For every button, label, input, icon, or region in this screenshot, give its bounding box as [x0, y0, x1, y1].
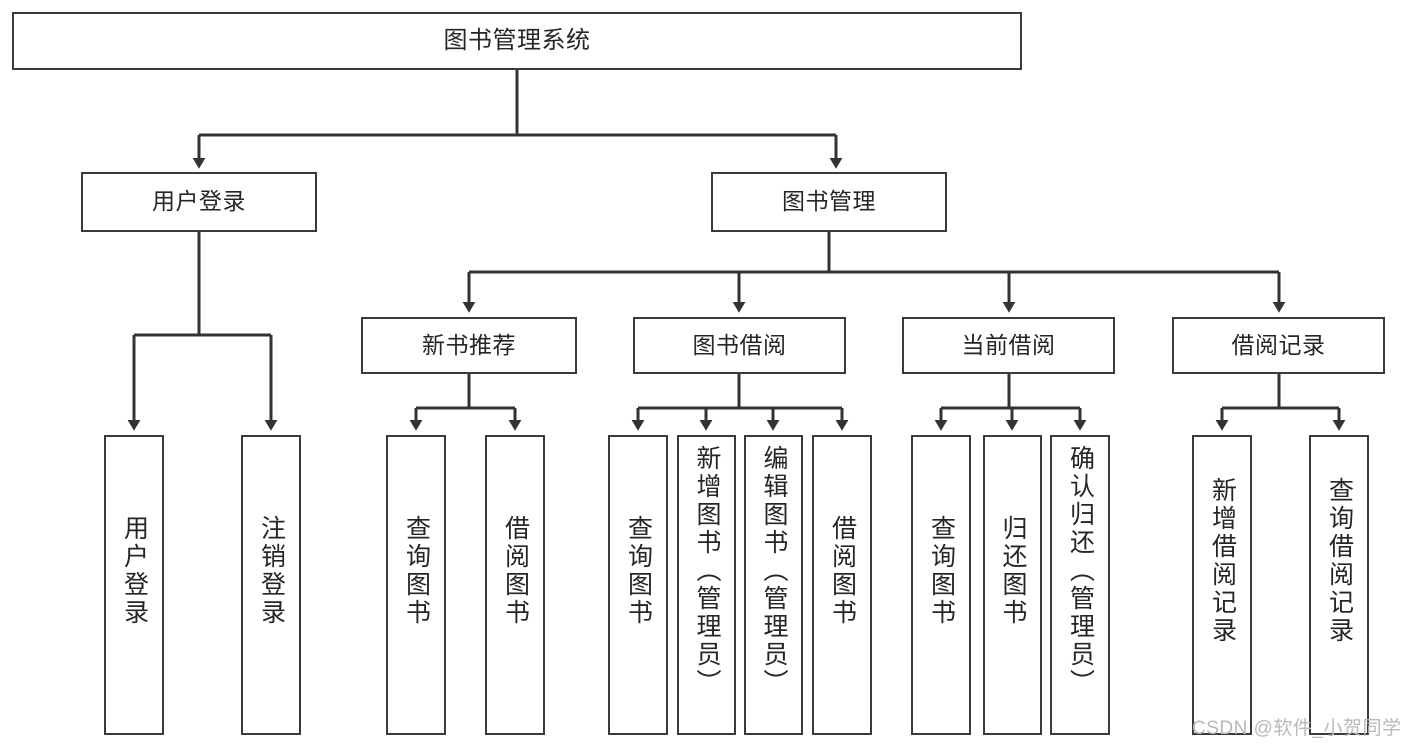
leaf-logout-login[interactable]: 注销登录: [241, 435, 301, 735]
node-label: 新增借阅记录: [1208, 477, 1237, 645]
node-label: 借阅图书: [501, 515, 530, 627]
node-label: 归还图书: [999, 515, 1027, 627]
node-label: 注销登录: [257, 515, 286, 627]
node-label: 新增图书（管理员）: [693, 445, 721, 697]
node-borrow-record[interactable]: 借阅记录: [1172, 317, 1385, 374]
node-book-manage[interactable]: 图书管理: [711, 172, 947, 232]
leaf-confirm-return[interactable]: 确认归还（管理员）: [1050, 435, 1110, 735]
node-label: 用户登录: [120, 515, 149, 627]
node-label: 查询图书: [927, 515, 956, 627]
leaf-edit-book[interactable]: 编辑图书（管理员）: [744, 435, 803, 735]
node-new-book-recommend[interactable]: 新书推荐: [361, 317, 577, 374]
csdn-watermark: CSDN @软件_小贺同学: [1192, 718, 1402, 739]
node-label: 查询借阅记录: [1325, 477, 1354, 645]
node-book-borrow[interactable]: 图书借阅: [633, 317, 846, 374]
leaf-add-book[interactable]: 新增图书（管理员）: [677, 435, 736, 735]
node-current-borrow[interactable]: 当前借阅: [902, 317, 1115, 374]
node-label: 编辑图书（管理员）: [760, 445, 788, 697]
node-label: 新书推荐: [422, 331, 516, 358]
leaf-query-book-current[interactable]: 查询图书: [911, 435, 971, 735]
node-label: 用户登录: [152, 188, 246, 215]
node-user-login[interactable]: 用户登录: [81, 172, 317, 232]
node-root-system[interactable]: 图书管理系统: [12, 12, 1022, 70]
node-label: 借阅图书: [828, 515, 857, 627]
node-label: 确认归还（管理员）: [1066, 445, 1095, 697]
leaf-return-book[interactable]: 归还图书: [983, 435, 1042, 735]
node-label: 借阅记录: [1231, 331, 1326, 358]
node-label: 图书借阅: [692, 331, 787, 358]
node-label: 当前借阅: [961, 331, 1056, 358]
leaf-query-book-recommend[interactable]: 查询图书: [386, 435, 446, 735]
leaf-add-borrow-record[interactable]: 新增借阅记录: [1192, 435, 1252, 735]
node-label: 查询图书: [402, 515, 431, 627]
node-label: 查询图书: [624, 515, 653, 627]
node-label: 图书管理系统: [443, 26, 591, 54]
leaf-query-book-borrow[interactable]: 查询图书: [608, 435, 668, 735]
leaf-user-login[interactable]: 用户登录: [104, 435, 164, 735]
leaf-query-borrow-record[interactable]: 查询借阅记录: [1309, 435, 1369, 735]
leaf-borrow-book[interactable]: 借阅图书: [812, 435, 872, 735]
leaf-borrow-book-recommend[interactable]: 借阅图书: [485, 435, 545, 735]
node-label: 图书管理: [782, 188, 876, 215]
